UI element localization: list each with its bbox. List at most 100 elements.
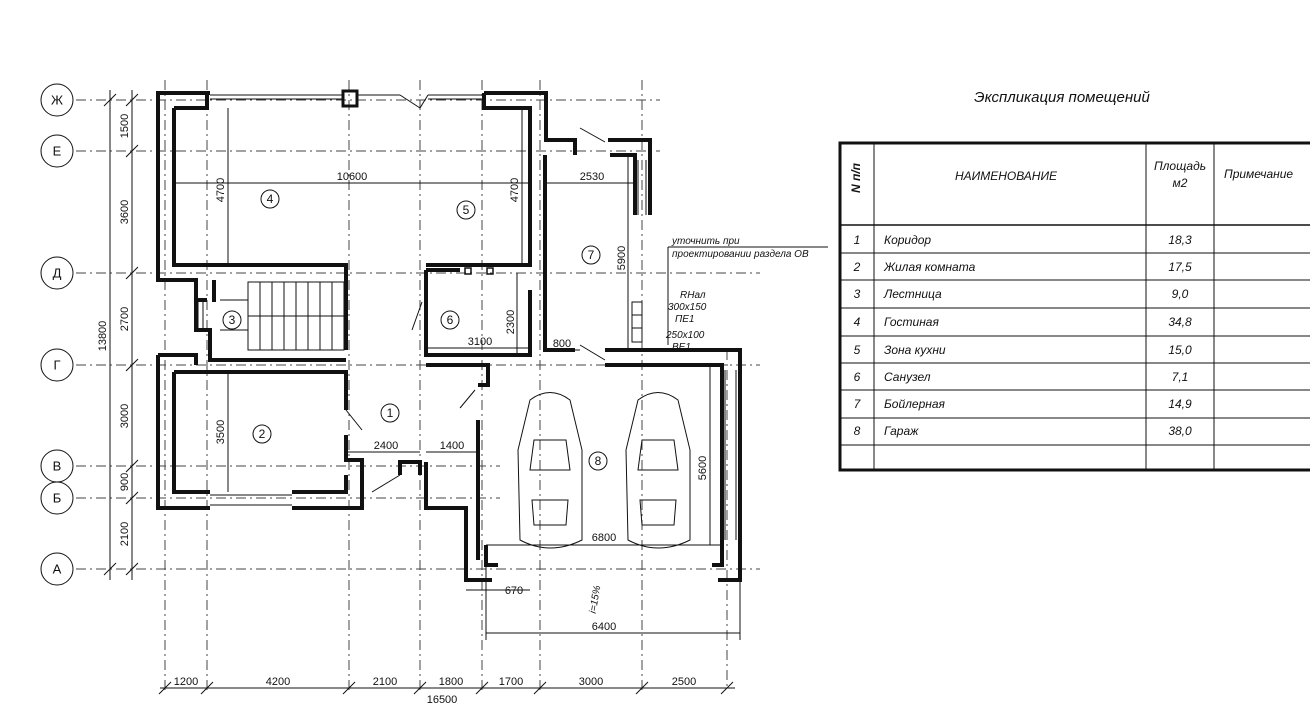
dim-1200: 1200 xyxy=(174,676,198,688)
dim-2400: 2400 xyxy=(374,440,398,452)
svg-text:7: 7 xyxy=(854,397,862,411)
svg-text:1: 1 xyxy=(854,233,861,247)
dim-670: 670 xyxy=(505,585,523,597)
dim-2300: 2300 xyxy=(505,310,517,334)
svg-text:Е: Е xyxy=(53,144,62,159)
dim-3000: 3000 xyxy=(119,404,131,428)
svg-text:7,1: 7,1 xyxy=(1172,370,1189,384)
svg-text:2: 2 xyxy=(853,260,861,274)
vent-label-4: 250x100 xyxy=(665,330,705,341)
svg-text:Б: Б xyxy=(53,491,62,506)
table-row: 6 Санузел 7,1 xyxy=(854,370,1189,384)
dim-2100: 2100 xyxy=(373,676,397,688)
car-right-icon xyxy=(625,392,691,549)
dim-6400: 6400 xyxy=(592,621,616,633)
svg-text:Гостиная: Гостиная xyxy=(884,315,939,329)
axis-bubbles: Ж Е Д Г В Б А xyxy=(40,83,74,586)
svg-text:1: 1 xyxy=(387,406,394,420)
svg-text:Бойлерная: Бойлерная xyxy=(884,397,946,411)
svg-text:Лестница: Лестница xyxy=(883,287,942,301)
dim-3600: 3600 xyxy=(119,200,131,224)
inner-dimension-labels: 10600 4700 4700 2530 5900 2300 3100 800 … xyxy=(215,171,709,633)
table-row: 1 Коридор 18,3 xyxy=(854,233,1192,247)
explication-table: Экспликация помещений N п/п НАИМЕНОВАНИЕ… xyxy=(838,89,1310,472)
svg-text:В: В xyxy=(53,459,62,474)
vent-label-3: ПЕ1 xyxy=(675,314,694,325)
dim-total-13800: 13800 xyxy=(97,321,109,352)
car-left-icon xyxy=(517,392,583,549)
vent-label-1: RНал xyxy=(680,290,706,301)
dim-total-16500: 16500 xyxy=(427,694,458,705)
svg-text:Зона кухни: Зона кухни xyxy=(884,343,946,357)
dim-2500: 2500 xyxy=(672,676,696,688)
svg-text:6: 6 xyxy=(447,313,454,327)
svg-text:2: 2 xyxy=(259,427,266,441)
header-num: N п/п xyxy=(849,162,863,193)
axis-bubble-a: А xyxy=(40,552,74,586)
slope-label: i=15% xyxy=(588,585,604,615)
staircase xyxy=(220,281,345,351)
room-markers: 1 2 3 4 5 6 7 8 xyxy=(222,189,608,471)
header-note: Примечание xyxy=(1224,167,1293,181)
dim-800: 800 xyxy=(553,338,571,350)
vent-label-5: ВЕ1 xyxy=(672,342,691,353)
header-name: НАИМЕНОВАНИЕ xyxy=(955,169,1058,183)
room-marker-1: 1 xyxy=(380,403,400,423)
room-marker-5: 5 xyxy=(456,200,476,220)
openings xyxy=(197,94,737,540)
dim-1800: 1800 xyxy=(439,676,463,688)
table-row: 3 Лестница 9,0 xyxy=(854,287,1189,301)
room-marker-4: 4 xyxy=(260,189,280,209)
dim-3100: 3100 xyxy=(468,336,492,348)
svg-text:9,0: 9,0 xyxy=(1172,287,1189,301)
table-row: 4 Гостиная 34,8 xyxy=(854,315,1192,329)
explication-title: Экспликация помещений xyxy=(974,89,1150,106)
dim-900: 900 xyxy=(119,473,131,491)
dim-5900: 5900 xyxy=(616,246,628,270)
svg-text:17,5: 17,5 xyxy=(1168,260,1192,274)
room-marker-6: 6 xyxy=(440,310,460,330)
dim-4700-left: 4700 xyxy=(215,178,227,202)
svg-text:8: 8 xyxy=(854,424,861,438)
svg-text:Коридор: Коридор xyxy=(884,233,931,247)
svg-text:Д: Д xyxy=(53,266,62,281)
dim-5600: 5600 xyxy=(697,456,709,480)
svg-text:15,0: 15,0 xyxy=(1168,343,1192,357)
dim-10600: 10600 xyxy=(337,171,368,183)
room-marker-7: 7 xyxy=(581,245,601,265)
axis-bubble-g: Г xyxy=(40,348,74,382)
dim-1700: 1700 xyxy=(499,676,523,688)
dim-4200: 4200 xyxy=(266,676,290,688)
svg-text:5: 5 xyxy=(463,203,470,217)
left-dimension-chain: 1500 3600 2700 3000 900 2100 13800 xyxy=(97,90,139,580)
room-marker-8: 8 xyxy=(588,451,608,471)
vent-label-2: 300x150 xyxy=(668,302,707,313)
svg-text:38,0: 38,0 xyxy=(1168,424,1192,438)
dim-3000: 3000 xyxy=(579,676,603,688)
dim-1500: 1500 xyxy=(119,114,131,138)
dim-3500: 3500 xyxy=(215,420,227,444)
dim-4700-right: 4700 xyxy=(509,178,521,202)
walls xyxy=(156,89,742,582)
header-area-line2: м2 xyxy=(1173,176,1188,190)
svg-text:3: 3 xyxy=(229,313,236,327)
clarify-note-line1: уточнить при xyxy=(671,236,740,247)
dim-2530: 2530 xyxy=(580,171,604,183)
svg-text:3: 3 xyxy=(854,287,861,301)
column-axis-lines xyxy=(164,80,728,690)
header-area-line1: Площадь xyxy=(1154,159,1206,173)
room-marker-3: 3 xyxy=(222,310,242,330)
axis-bubble-v: В xyxy=(40,449,74,483)
svg-text:Ж: Ж xyxy=(51,93,63,108)
dim-2100: 2100 xyxy=(119,522,131,546)
axis-bubble-d: Д xyxy=(40,256,74,290)
axis-bubble-zh: Ж xyxy=(40,83,74,117)
dim-2700: 2700 xyxy=(119,307,131,331)
ventilation-notes: уточнить при проектировании раздела ОВ R… xyxy=(631,236,828,353)
svg-text:18,3: 18,3 xyxy=(1168,233,1192,247)
svg-text:Гараж: Гараж xyxy=(884,424,919,438)
row-axis-lines xyxy=(76,99,760,570)
table-row: 2 Жилая комната 17,5 xyxy=(853,260,1192,274)
svg-text:7: 7 xyxy=(588,248,595,262)
